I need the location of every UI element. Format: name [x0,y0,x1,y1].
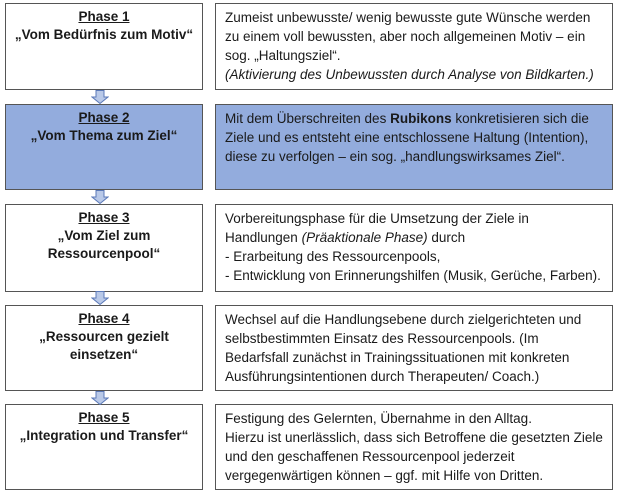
phase-subtitle: „Vom Ziel zum Ressourcenpool“ [47,228,161,261]
description-line: Ausführungsintentionen durch Therapeuten… [225,367,604,386]
description-line: Handlungen (Präaktionale Phase) durch [225,228,604,247]
description-line: Wechsel auf die Handlungsebene durch zie… [225,310,604,329]
text-run: Vorbereitungsphase für die Umsetzung der… [225,211,529,226]
text-run: Mit dem Überschreiten des [225,111,391,126]
description-line: selbstbestimmten Einsatz des Ressourcenp… [225,329,604,348]
phase-subtitle: „Vom Thema zum Ziel“ [30,128,178,143]
text-run: - Entwicklung von Erinnerungshilfen (Mus… [225,268,601,283]
phase-box-5: Phase 5 „Integration und Transfer“ [5,404,203,490]
text-run: - Erarbeitung des Ressourcenpools, [225,249,441,264]
phase-label: Phase 3 [78,210,130,225]
phase-label: Phase 4 [78,311,130,326]
text-run: und den geschaffenen Ressourcenpool jede… [225,449,515,464]
description-line: - Erarbeitung des Ressourcenpools, [225,247,604,266]
text-run: konkretisieren sich die [451,111,589,126]
description-line: (Aktivierung des Unbewussten durch Analy… [225,65,604,84]
text-run: Ziele und es entsteht eine entschlossene… [225,130,589,145]
italic-note: (Präaktionale Phase) [301,230,428,245]
text-run: selbstbestimmten Einsatz des Ressourcenp… [225,331,539,346]
description-line: Vorbereitungsphase für die Umsetzung der… [225,209,604,228]
phase-box-1: Phase 1 „Vom Bedürfnis zum Motiv“ [5,3,203,90]
phase-box-4: Phase 4 „Ressourcen gezielt einsetzen“ [5,305,203,391]
description-line: diese zu verfolgen – ein sog. „handlungs… [225,147,604,166]
down-arrow-icon [91,391,109,405]
phase-subtitle: „Integration und Transfer“ [19,428,189,443]
description-line: sog. „Haltungsziel“. [225,46,604,65]
phase-label: Phase 5 [78,410,130,425]
text-run: Zumeist unbewusste/ wenig bewusste gute … [225,10,591,25]
phase-label: Phase 2 [78,110,130,125]
description-line: Ziele und es entsteht eine entschlossene… [225,128,604,147]
description-line: und den geschaffenen Ressourcenpool jede… [225,447,604,466]
phase-description-3: Vorbereitungsphase für die Umsetzung der… [215,204,613,292]
phase-description-4: Wechsel auf die Handlungsebene durch zie… [215,305,613,391]
phase-description-1: Zumeist unbewusste/ wenig bewusste gute … [215,3,613,90]
description-line: zu einem voll bewussten, aber noch allge… [225,27,604,46]
italic-note: (Aktivierung des Unbewussten durch Analy… [225,67,594,82]
text-run: Hierzu ist unerlässlich, dass sich Betro… [225,430,603,445]
text-run: Handlungen [225,230,302,245]
text-run: Ausführungsintentionen durch Therapeuten… [225,369,540,384]
text-run: sog. „Haltungsziel“. [225,48,341,63]
down-arrow-icon [91,90,109,104]
phase-description-5: Festigung des Gelernten, Übernahme in de… [215,404,613,490]
description-line: Zumeist unbewusste/ wenig bewusste gute … [225,8,604,27]
text-run: vergegenwärtigen können – ggf. mit Hilfe… [225,468,544,483]
text-run: zu einem voll bewussten, aber noch allge… [225,29,586,44]
down-arrow-icon [91,190,109,204]
description-line: Mit dem Überschreiten des Rubikons konkr… [225,109,604,128]
text-run: diese zu verfolgen – ein sog. „handlungs… [225,149,565,164]
phase-box-3: Phase 3 „Vom Ziel zum Ressourcenpool“ [5,204,203,292]
description-line: Bedarfsfall zunächst in Trainingssituati… [225,348,604,367]
description-line: Festigung des Gelernten, Übernahme in de… [225,409,604,428]
phase-description-2: Mit dem Überschreiten des Rubikons konkr… [215,104,613,190]
description-line: Hierzu ist unerlässlich, dass sich Betro… [225,428,604,447]
text-run: Bedarfsfall zunächst in Trainingssituati… [225,350,570,365]
bold-term: Rubikons [390,111,452,126]
phase-box-2: Phase 2 „Vom Thema zum Ziel“ [5,104,203,190]
description-line: - Entwicklung von Erinnerungshilfen (Mus… [225,266,604,285]
phase-label: Phase 1 [78,9,130,24]
down-arrow-icon [91,291,109,305]
description-line: vergegenwärtigen können – ggf. mit Hilfe… [225,466,604,485]
text-run: Wechsel auf die Handlungsebene durch zie… [225,312,582,327]
phase-subtitle: „Ressourcen gezielt einsetzen“ [39,329,169,362]
phase-subtitle: „Vom Bedürfnis zum Motiv“ [14,27,194,42]
text-run: durch [427,230,466,245]
text-run: Festigung des Gelernten, Übernahme in de… [225,411,532,426]
